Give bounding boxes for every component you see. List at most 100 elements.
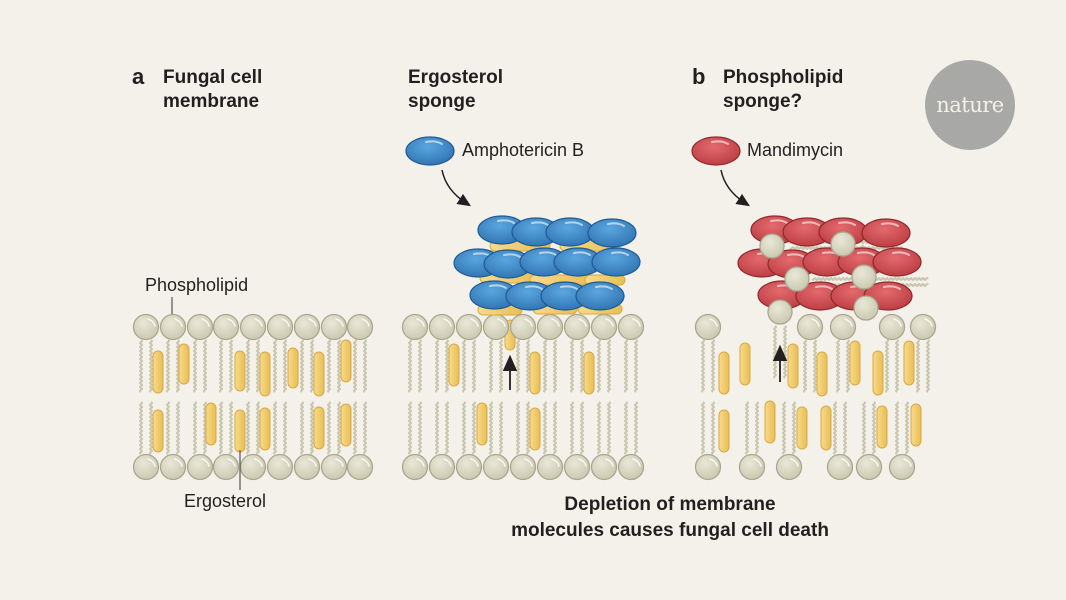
phospholipid-head-circle [509,453,537,481]
phospholipid-head-circle [266,313,294,341]
phospholipid-head-circle [320,313,348,341]
phospholipid-head [212,313,240,341]
ergosterol-molecule [234,350,246,392]
lipid-tail [607,339,611,393]
phospholipid-head-circle [212,313,240,341]
phospholipid-head-circle [909,313,937,341]
head-highlight [903,458,912,467]
lipid-tail [526,401,530,455]
phospholipid-head-circle [132,313,160,341]
amphotericin-molecule [469,280,519,310]
drug-highlight [573,251,591,256]
panel-a-title-line2: membrane [163,91,260,112]
phospholipid-head-circle [401,313,429,341]
phospholipid-head-circle [401,453,429,481]
ergosterol-molecule [820,405,832,451]
head-highlight [443,458,452,467]
head-highlight [174,458,183,467]
phospholipid-head [428,313,456,341]
ergosterol-body [903,340,915,386]
phospholipid-head [509,313,537,341]
head-highlight [361,318,370,327]
phospholipid-head [694,313,722,341]
head-highlight [790,458,799,467]
lipid-tail [773,325,777,379]
ergosterol-body [234,350,246,392]
ergosterol-body [718,351,730,395]
phospholipid-head [617,453,645,481]
ergosterol-body [787,343,799,389]
head-highlight [551,458,560,467]
phospholipid-head [536,313,564,341]
ergosterol-body [340,339,352,383]
bound-phospholipid-head [851,264,877,290]
amphotericin-arrow [441,169,472,207]
phospholipid-head [320,313,348,341]
lipid-tail [310,401,314,455]
lipid-tail [337,401,341,455]
phospholipid-head-circle [694,313,722,341]
lipid-tail [580,401,584,455]
lipid-tail [634,339,638,393]
phospholipid-head-circle [590,313,618,341]
phospholipid-head-circle [428,453,456,481]
lipid-tail [229,401,233,455]
ergosterol-body [872,350,884,396]
phospholipid-head-circle [239,313,267,341]
ergosterol-body [178,343,190,385]
lipid-tail [862,401,866,455]
ergosterol-molecule [872,350,884,396]
drug-highlight [497,219,515,224]
ergosterol-molecule [764,400,776,444]
phospholipid-head-circle [186,453,214,481]
lipid-tail [607,401,611,455]
lipid-tail [570,339,574,393]
lipid-tail [283,401,287,455]
drug-highlight [787,253,805,258]
ergosterol-body [876,405,888,449]
lipid-tail [543,401,547,455]
panel-b-title-line1: Phospholipid [723,67,844,88]
bound-phospholipid-head-circle [830,231,856,257]
phospholipid-head-circle [320,453,348,481]
phospholipid-head [694,453,722,481]
drug-highlight [815,285,833,290]
panel-a-title-line1: Fungal cell [163,67,263,88]
ergosterol-sponge-title: Ergosterol sponge [408,66,503,114]
mandimycin-phospholipid-sponge [737,215,929,325]
lipid-tail [139,401,143,455]
head-highlight [924,318,933,327]
drug-highlight [531,221,549,226]
amphotericin-molecule [575,281,625,311]
drug-highlight [770,219,788,224]
phospholipid-head [590,453,618,481]
lipid-tail [363,339,367,393]
phospholipid-head-circle [186,313,214,341]
phospholipid-head-circle [563,313,591,341]
ergosterol-body [205,402,217,446]
ergosterol-molecule [448,343,460,387]
lipid-tail [905,401,909,455]
head-highlight [524,458,533,467]
head-highlight [524,318,533,327]
drug-highlight [711,140,729,145]
head-highlight [811,318,820,327]
ergosterol-molecule [287,347,299,389]
lipid-tail [745,401,749,455]
lipid-tail [203,339,207,393]
phospholipid-head [266,313,294,341]
ergosterol-molecule [259,351,271,397]
ergosterol-body [910,403,922,447]
phospholipid-head-circle [346,313,374,341]
lipid-tail [435,339,439,393]
phospholipid-head [826,453,854,481]
lipid-tail [462,339,466,393]
caption-line1: Depletion of membrane [564,494,776,515]
amphotericin-ergosterol-sponge [453,215,641,316]
lipid-tail [273,339,277,393]
lipid-tail [792,401,796,455]
phospholipid-head [590,313,618,341]
phospholipid-head-circle [738,453,766,481]
phospholipid-head [617,313,645,341]
phospholipid-head-circle [455,313,483,341]
